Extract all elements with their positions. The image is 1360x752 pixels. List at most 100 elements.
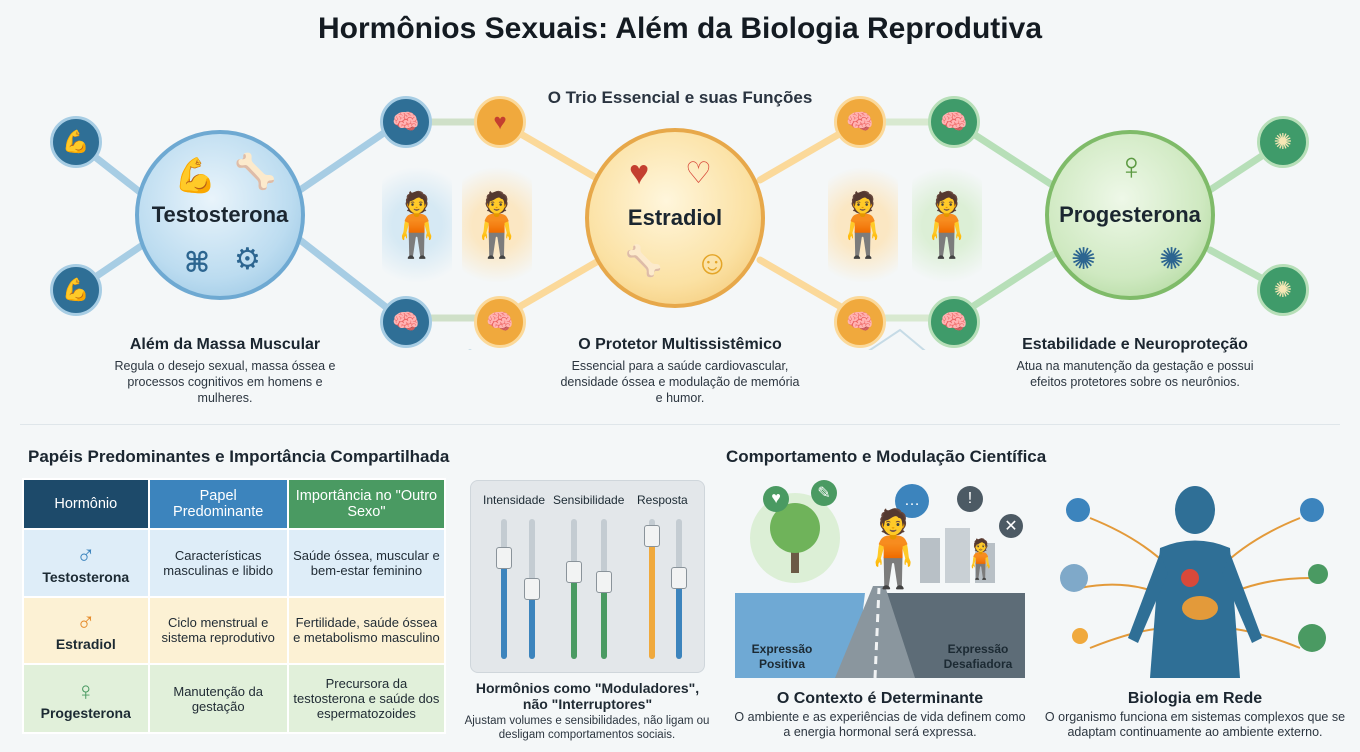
context-illustration: ♥ ✎ … ! ✕ 🧍 🧍 Expressão Positiva Express…	[735, 478, 1025, 678]
column-header: Hormônio	[22, 478, 150, 530]
progesterona-caption: Estabilidade e Neuroproteção Atua na man…	[1010, 336, 1260, 390]
brain-icon: 🧠	[380, 96, 432, 148]
brain-icon: 🧠	[380, 296, 432, 348]
other-sex-cell: Precursora da testosterona e saúde dos e…	[286, 663, 447, 734]
brain-icon: 🧠	[834, 296, 886, 348]
progesterona-label: Progesterona	[1059, 202, 1201, 227]
network-caption: Biologia em Rede O organismo funciona em…	[1040, 690, 1350, 740]
heart-icon: ♥	[629, 154, 650, 192]
pregnancy-icon: ♀	[1117, 146, 1146, 188]
person-icon: 🧍	[847, 507, 940, 590]
behavior-heading: Comportamento e Modulação Científica	[726, 447, 1047, 466]
section-subtitle: O Trio Essencial e suas Funções	[547, 88, 813, 107]
slider-track	[596, 519, 612, 659]
male-symbol-icon: ♂	[76, 607, 96, 638]
female-figure-icon: 🧍	[908, 150, 986, 300]
heart-icon: ♥	[474, 96, 526, 148]
slider-fill	[529, 589, 535, 659]
male-figure-icon: 🧍	[824, 150, 902, 300]
role-cell: Características masculinas e libido	[147, 528, 289, 598]
muscle-icon: 💪	[50, 264, 102, 316]
network-description: O organismo funciona em sistemas complex…	[1044, 710, 1346, 739]
slider-fill	[501, 558, 507, 659]
neuron-icon: ✺	[1071, 243, 1097, 276]
caption-text: Regula o desejo sexual, massa óssea e pr…	[114, 359, 336, 405]
female-symbol-icon: ♀	[76, 675, 96, 706]
estradiol-caption: O Protetor Multissistêmico Essencial par…	[560, 336, 800, 406]
column-header: Papel Predominante	[147, 478, 289, 530]
caption-heading: O Protetor Multissistêmico	[578, 336, 782, 353]
graduation-icon: ✎	[811, 480, 837, 506]
bone-icon: 🦴	[234, 153, 277, 191]
positive-label: Expressão Positiva	[751, 642, 813, 671]
hormone-name: Progesterona	[40, 704, 131, 721]
estradiol-label: Estradiol	[627, 205, 723, 230]
other-sex-cell: Saúde óssea, muscular e bem-estar femini…	[286, 528, 447, 598]
female-figure-icon: 🧍	[458, 150, 536, 300]
slider-knob	[671, 566, 687, 589]
modulators-title: Hormônios como "Moduladores", não "Inter…	[475, 680, 700, 712]
table-row: ♂ Estradiol Ciclo menstrual e sistema re…	[22, 595, 447, 666]
slider-track	[566, 519, 582, 659]
roles-table: Hormônio Papel Predominante Importância …	[22, 478, 447, 734]
brain-icon: 🧠	[928, 96, 980, 148]
slider-knob	[596, 571, 612, 593]
bone-icon: 🦴	[625, 245, 663, 278]
neuron-icon: ✺	[1257, 264, 1309, 316]
slider-knob	[524, 578, 540, 600]
hormone-name: Testosterona	[42, 568, 130, 585]
context-caption: O Contexto é Determinante O ambiente e a…	[730, 690, 1030, 740]
brain-icon: 🧠	[834, 96, 886, 148]
slider-knob	[644, 524, 660, 547]
progesterona-circle: ♀ Progesterona ✺ ✺	[1045, 130, 1215, 300]
slider-label: Sensibilidade	[553, 493, 625, 507]
slider-label: Intensidade	[483, 493, 546, 507]
smile-icon: ☺	[695, 244, 730, 282]
brain-icon: 🧠	[928, 296, 980, 348]
male-figure-icon: 🧍	[378, 150, 456, 300]
neuron-icon: ✺	[1257, 116, 1309, 168]
muscle-icon: 💪	[174, 157, 217, 195]
modulators-description: Ajustam volumes e sensibilidades, não li…	[464, 715, 710, 741]
slider-fill	[571, 572, 577, 659]
slider-fill	[601, 582, 607, 659]
mixer-panel: Intensidade Sensibilidade Resposta	[470, 480, 705, 673]
section-divider	[20, 424, 1340, 425]
slider-track	[671, 519, 687, 659]
column-header: Importância no "Outro Sexo"	[286, 478, 447, 530]
network-title: Biologia em Rede	[1127, 690, 1263, 707]
context-title: O Contexto é Determinante	[776, 690, 984, 707]
slider-fill	[649, 535, 655, 659]
alert-icon: !	[957, 486, 983, 512]
heartbeat-icon: ♡	[685, 157, 712, 190]
road-scene	[735, 493, 1025, 678]
page-title: Hormônios Sexuais: Além da Biologia Repr…	[317, 12, 1042, 45]
challenging-label: Expressão Desafiadora	[943, 642, 1013, 671]
body-network	[1060, 486, 1328, 678]
joint-icon: ⌘	[184, 247, 210, 278]
caption-heading: Além da Massa Muscular	[129, 336, 321, 353]
table-heading: Papéis Predominantes e Importância Compa…	[28, 447, 450, 466]
role-cell: Ciclo menstrual e sistema reprodutivo	[147, 595, 289, 666]
testosterona-label: Testosterona	[151, 202, 289, 227]
person-icon: 🧍	[957, 539, 1005, 581]
other-sex-cell: Fertilidade, saúde óssea e metabolismo m…	[286, 595, 447, 666]
caption-text: Essencial para a saúde cardiovascular, d…	[560, 359, 800, 405]
muscle-icon: 💪	[50, 116, 102, 168]
testosterona-circle: 💪 🦴 Testosterona ⌘ ⚙	[135, 130, 305, 300]
brain-icon: ⚙	[234, 243, 261, 276]
table-row: ♂ Testosterona Características masculina…	[22, 528, 447, 598]
slider-track	[644, 519, 660, 659]
slider-label: Resposta	[637, 493, 688, 507]
context-description: O ambiente e as experiências de vida def…	[734, 710, 1026, 739]
brain-icon: 🧠	[474, 296, 526, 348]
caption-heading: Estabilidade e Neuroproteção	[1022, 336, 1248, 353]
close-icon: ✕	[999, 514, 1023, 538]
male-symbol-icon: ♂	[76, 539, 96, 570]
table-header-row: Hormônio Papel Predominante Importância …	[22, 478, 447, 530]
hormone-name: Estradiol	[55, 636, 116, 653]
estradiol-circle: ♥ ♡ Estradiol 🦴 ☺	[585, 128, 765, 308]
table-row: ♀ Progesterona Manutenção da gestação Pr…	[22, 663, 447, 734]
heart-icon: ♥	[763, 486, 789, 512]
slider-fill	[676, 577, 682, 659]
